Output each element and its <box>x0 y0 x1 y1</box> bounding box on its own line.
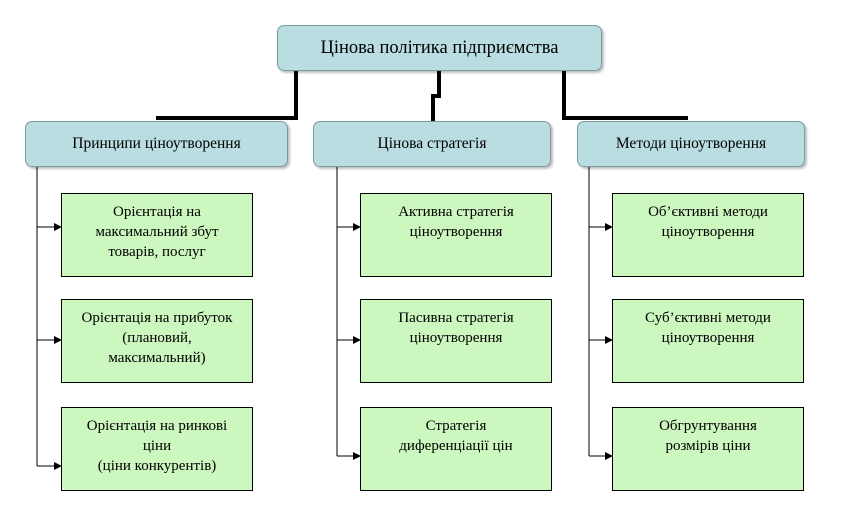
root-to-right-connector <box>562 71 688 120</box>
root-label: Цінова політика підприємства <box>320 38 559 58</box>
strategy-item-2: Пасивна стратегія ціноутворення <box>360 299 552 383</box>
category-pricing-methods: Методи ціноутворення <box>577 121 805 167</box>
item-label: Обгрунтування розмірів ціни <box>659 418 757 454</box>
category-label: Принципи ціноутворення <box>72 135 241 152</box>
item-label: Суб’єктивні методи ціноутворення <box>645 310 771 346</box>
root-to-left-connector <box>156 71 298 120</box>
method-item-2: Суб’єктивні методи ціноутворення <box>612 299 804 383</box>
principle-item-1: Орієнтація на максимальний збут товарів,… <box>61 193 253 277</box>
method-item-1: Об’єктивні методи ціноутворення <box>612 193 804 277</box>
category-label: Цінова стратегія <box>377 135 487 152</box>
method-item-3: Обгрунтування розмірів ціни <box>612 407 804 491</box>
category-label: Методи ціноутворення <box>615 135 767 152</box>
item-label: Орієнтація на прибуток (плановий, максим… <box>81 310 233 366</box>
item-label: Пасивна стратегія ціноутворення <box>398 310 514 346</box>
item-label: Об’єктивні методи ціноутворення <box>648 204 768 240</box>
root-node: Цінова політика підприємства <box>277 25 602 71</box>
item-label: Орієнтація на максимальний збут товарів,… <box>95 204 219 260</box>
item-label: Активна стратегія ціноутворення <box>398 204 514 240</box>
principle-item-2: Орієнтація на прибуток (плановий, максим… <box>61 299 253 383</box>
strategy-item-1: Активна стратегія ціноутворення <box>360 193 552 277</box>
item-label: Орієнтація на ринкові ціни (ціни конкуре… <box>86 418 228 474</box>
root-to-middle-connector <box>431 71 441 121</box>
strategy-item-3: Стратегія диференціації цін <box>360 407 552 491</box>
category-price-strategy: Цінова стратегія <box>313 121 551 167</box>
item-label: Стратегія диференціації цін <box>399 418 513 454</box>
category-pricing-principles: Принципи ціноутворення <box>25 121 288 167</box>
principle-item-3: Орієнтація на ринкові ціни (ціни конкуре… <box>61 407 253 491</box>
